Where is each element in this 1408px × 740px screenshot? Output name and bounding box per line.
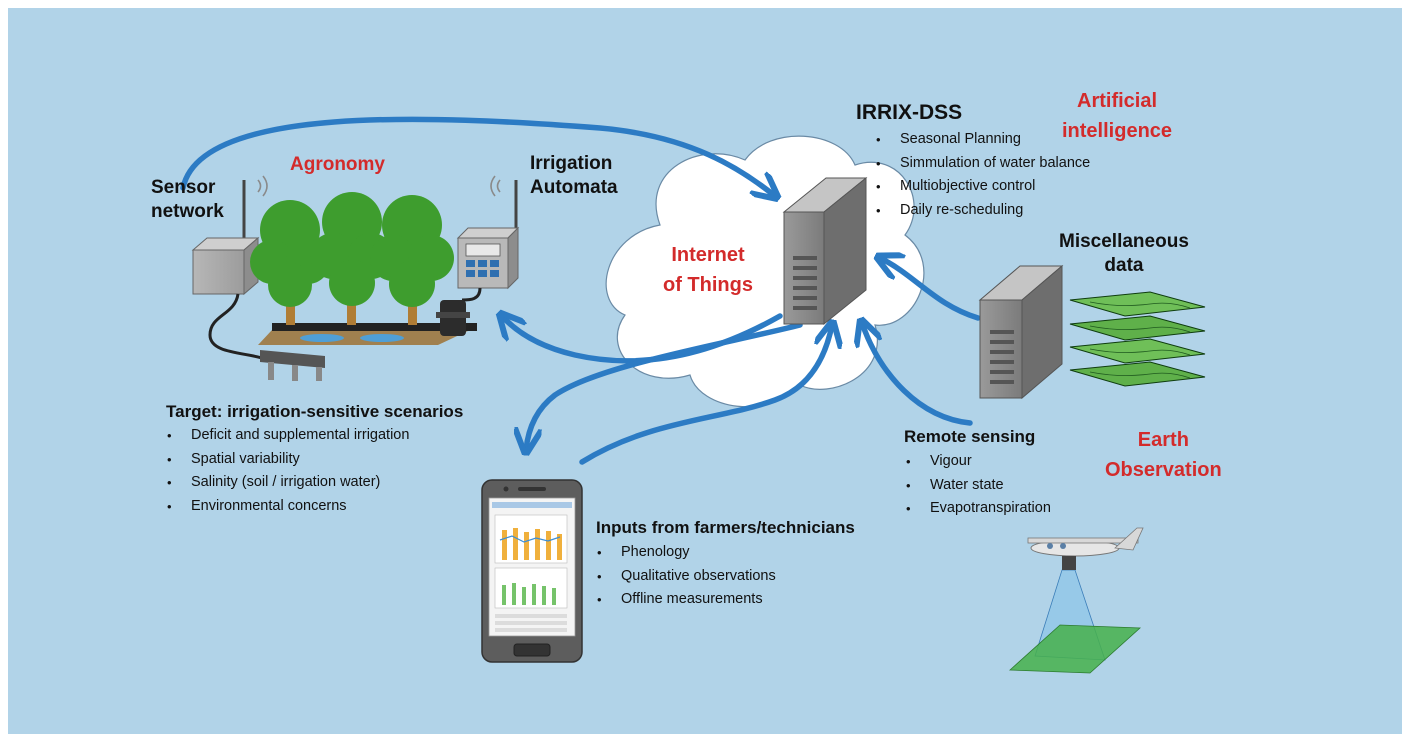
server-icon — [782, 176, 868, 326]
remote-sensing-list: Vigour Water state Evapotranspiration — [904, 450, 1051, 521]
list-item: Multiobjective control — [874, 175, 1090, 199]
irrigation-automata-label: Irrigation Automata — [530, 153, 618, 198]
field-icon — [258, 323, 477, 345]
list-item: Environmental concerns — [165, 495, 409, 519]
misc-data-label: Miscellaneous data — [1059, 231, 1189, 276]
server-icon — [978, 264, 1064, 400]
soil-sensor-icon — [260, 350, 325, 381]
tree-icon — [250, 192, 454, 325]
arrow-phone-to-dss — [579, 325, 832, 465]
internet-of-things-label: Internet of Things — [663, 244, 753, 296]
list-item: Vigour — [904, 450, 1051, 474]
arrow-misc-to-dss — [880, 258, 981, 321]
agronomy-label: Agronomy — [290, 154, 385, 175]
target-list: Deficit and supplemental irrigation Spat… — [165, 424, 409, 518]
sensor-node-icon — [191, 180, 269, 362]
list-item: Daily re-scheduling — [874, 199, 1090, 223]
inputs-title: Inputs from farmers/technicians — [596, 518, 855, 537]
arrow-sensors-to-dss — [180, 116, 775, 196]
list-item: Salinity (soil / irrigation water) — [165, 471, 409, 495]
inputs-list: Phenology Qualitative observations Offli… — [595, 541, 776, 612]
data-flow-arrows — [180, 116, 981, 465]
list-item: Evapotranspiration — [904, 497, 1051, 521]
list-item: Simmulation of water balance — [874, 152, 1090, 176]
irrix-dss-list: Seasonal Planning Simmulation of water b… — [874, 128, 1090, 222]
list-item: Phenology — [595, 541, 776, 565]
list-item: Seasonal Planning — [874, 128, 1090, 152]
irrigation-controller-icon — [436, 180, 520, 336]
remote-sensing-title: Remote sensing — [904, 427, 1036, 446]
data-layers-icon — [1069, 291, 1206, 387]
arrow-dss-to-phone — [526, 322, 803, 450]
list-item: Offline measurements — [595, 588, 776, 612]
smartphone-icon — [481, 479, 583, 663]
list-item: Water state — [904, 474, 1051, 498]
list-item: Qualitative observations — [595, 565, 776, 589]
list-item: Spatial variability — [165, 448, 409, 472]
wifi-signal-icon — [257, 175, 501, 197]
list-item: Deficit and supplemental irrigation — [165, 424, 409, 448]
airplane-icon — [1008, 527, 1144, 674]
earth-observation-label: Earth Observation — [1105, 429, 1222, 481]
sensor-network-label: Sensor network — [151, 177, 224, 222]
irrix-dss-title: IRRIX-DSS — [856, 101, 963, 124]
target-title: Target: irrigation-sensitive scenarios — [166, 402, 464, 421]
arrow-remote-to-dss — [862, 323, 973, 426]
